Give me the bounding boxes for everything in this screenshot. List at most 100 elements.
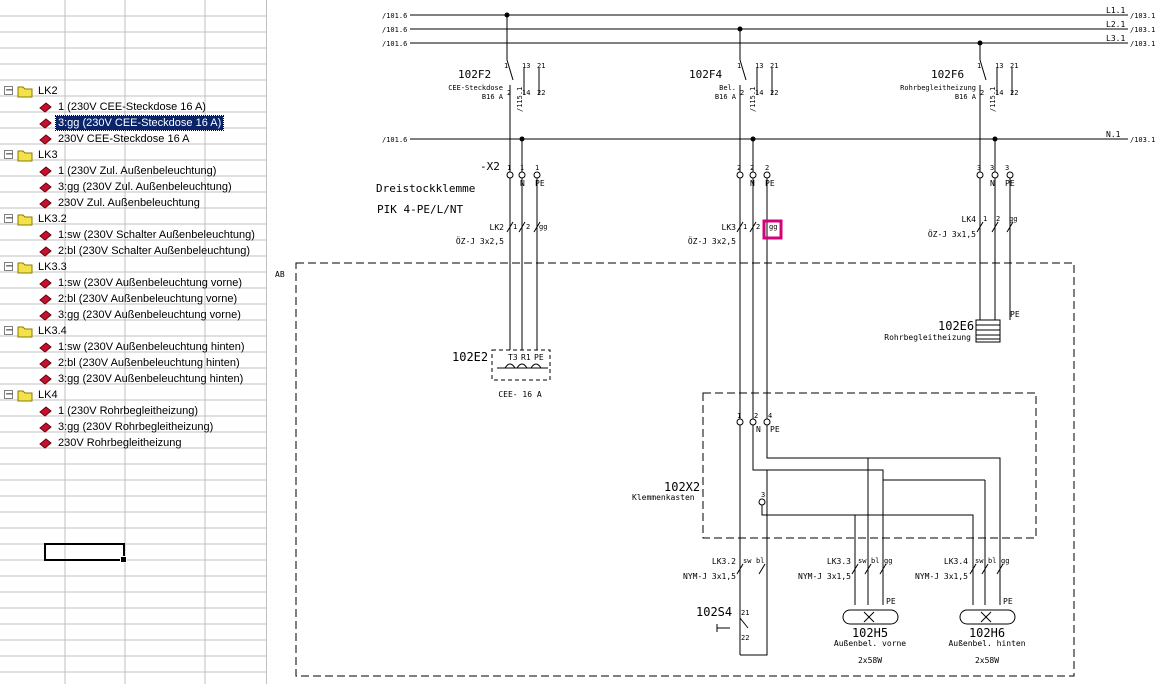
socket-pin: T3 (508, 353, 518, 362)
terminal-strip-tag: -X2 (480, 160, 500, 173)
breaker-desc: Rohrbegleitheizung (900, 84, 976, 92)
collapse-icon[interactable]: − (4, 261, 14, 272)
tree-item[interactable]: 1 (230V Rohrbegleitheizung) (37, 403, 200, 419)
bus-ref-right: /103.1 (1130, 136, 1155, 144)
tree-item[interactable]: 1:sw (230V Außenbeleuchtung hinten) (37, 339, 247, 355)
cable-core: gg (769, 223, 777, 231)
tree-item-label: 1:sw (230V Schalter Außenbeleuchtung) (58, 229, 255, 241)
tree-item[interactable]: 230V Zul. Außenbeleuchtung (37, 195, 202, 211)
junction-box-frame (702, 392, 1037, 539)
cable-core: 1 (513, 223, 517, 231)
red-cable-icon (37, 244, 53, 258)
lamp-front-symbol (842, 609, 899, 625)
bus-label: N.1 (1106, 130, 1121, 139)
feeder-lines (506, 15, 1011, 655)
breaker-pin: 2 (507, 89, 511, 97)
tree-item[interactable]: 3:gg (230V Außenbeleuchtung vorne) (37, 307, 243, 323)
bus-ref-left: /101.6 (382, 12, 407, 20)
tree-item-label: 1:sw (230V Außenbeleuchtung vorne) (58, 277, 243, 289)
tree-item[interactable]: 2:bl (230V Außenbeleuchtung hinten) (37, 355, 242, 371)
socket-tag: 102E2 (452, 350, 488, 364)
lamp-back-tag: 102H6 (969, 626, 1005, 640)
terminal-number: 3 (1005, 164, 1009, 172)
panel-divider[interactable] (266, 0, 267, 684)
cable-core: gg (1001, 557, 1009, 565)
area-label: AB (275, 270, 285, 279)
red-cable-icon (37, 292, 53, 306)
tree-item[interactable]: 1 (230V CEE-Steckdose 16 A) (37, 99, 208, 115)
area-frame (295, 262, 1075, 677)
tree-item[interactable]: 3:gg (230V Rohrbegleitheizung) (37, 419, 215, 435)
tree-item[interactable]: 1:sw (230V Außenbeleuchtung vorne) (37, 275, 244, 291)
circuit-schematic: /101.6L1.1/103.1/101.6L2.1/103.1/101.6L3… (275, 6, 1155, 677)
cable-tag: LK3.4 (944, 557, 968, 566)
breaker-pin: 14 (755, 89, 763, 97)
bus-ref-right: /103.1 (1130, 26, 1155, 34)
junction-dots (504, 12, 998, 142)
tree-item-label: 3:gg (230V Außenbeleuchtung vorne) (58, 309, 241, 321)
red-cable-icon (37, 228, 53, 242)
socket-desc: CEE- 16 A (498, 390, 542, 399)
collapse-icon[interactable]: − (4, 149, 14, 160)
tree-item[interactable]: 2:bl (230V Außenbeleuchtung vorne) (37, 291, 239, 307)
cable-core: 2 (526, 223, 530, 231)
tree-item-label: 3:gg (230V CEE-Steckdose 16 A) (54, 115, 225, 131)
breaker-pin: 14 (995, 89, 1003, 97)
tree-item[interactable]: 3:gg (230V CEE-Steckdose 16 A) (37, 115, 225, 131)
terminal-n: N (750, 179, 755, 188)
tree-group-lk4[interactable]: − LK4 (4, 387, 60, 403)
collapse-icon[interactable]: − (4, 325, 14, 336)
fill-handle[interactable] (120, 556, 127, 563)
terminal-number: 2 (737, 164, 741, 172)
tree-item[interactable]: 3:gg (230V Zul. Außenbeleuchtung) (37, 179, 234, 195)
red-cable-icon (37, 436, 53, 450)
red-cable-icon (37, 356, 53, 370)
terminal-number: 1 (535, 164, 539, 172)
tree-item[interactable]: 1:sw (230V Schalter Außenbeleuchtung) (37, 227, 257, 243)
breaker-pin: 21 (1010, 62, 1018, 70)
terminal-number: 3 (977, 164, 981, 172)
cable-core: sw (743, 557, 752, 565)
folder-icon (17, 84, 33, 98)
tree-group-label: LK3.4 (38, 325, 67, 337)
breaker-rating: B16 A (715, 93, 737, 101)
collapse-icon[interactable]: − (4, 389, 14, 400)
breaker-pin: 13 (522, 62, 530, 70)
tree-item-label: 1:sw (230V Außenbeleuchtung hinten) (58, 341, 245, 353)
breaker-tag: 102F6 (931, 68, 964, 81)
collapse-icon[interactable]: − (4, 85, 14, 96)
terminal-pe: PE (1005, 179, 1015, 188)
box-terminal: N (756, 425, 761, 434)
tree-group-lk2[interactable]: −LK2 (4, 83, 60, 99)
lamp-back-rating: 2x58W (975, 656, 999, 665)
tree-item[interactable]: 2:bl (230V Schalter Außenbeleuchtung) (37, 243, 252, 259)
cable-core: 1 (743, 223, 747, 231)
heater-lines (976, 324, 1000, 340)
breaker-ref: /115.1 (516, 87, 524, 112)
switch-symbol (716, 610, 749, 632)
tree-group-lk3-3[interactable]: −LK3.3 (4, 259, 69, 275)
tree-group-lk3-4[interactable]: − LK3.4 (4, 323, 69, 339)
terminal-strip-line1: Dreistockklemme (376, 182, 475, 195)
terminal-n: N (520, 179, 525, 188)
active-cell[interactable] (44, 543, 127, 563)
folder-icon (17, 148, 33, 162)
heater-tag: 102E6 (938, 319, 974, 333)
socket-frame (491, 349, 551, 381)
terminal-strip-line2: PIK 4-PE/L/NT (377, 203, 463, 216)
tree-item[interactable]: 230V Rohrbegleitheizung (37, 435, 184, 451)
tree-group-lk3-2[interactable]: −LK3.2 (4, 211, 69, 227)
tree-item[interactable]: 3:gg (230V Außenbeleuchtung hinten) (37, 371, 245, 387)
highlight-marker (762, 219, 783, 240)
tree-item[interactable]: 1 (230V Zul. Außenbeleuchtung) (37, 163, 218, 179)
breaker-rating: B16 A (482, 93, 504, 101)
collapse-icon[interactable]: − (4, 213, 14, 224)
heater-desc: Rohrbegleitheizung (884, 333, 971, 342)
tree-group-label: LK4 (38, 389, 58, 401)
tree-item[interactable]: 230V CEE-Steckdose 16 A (37, 131, 191, 147)
breaker-desc: Bel. (719, 84, 736, 92)
cable-core: 1 (983, 215, 987, 223)
cable-type: ÖZ-J 3x2,5 (688, 236, 736, 246)
tree-group-lk3[interactable]: −LK3 (4, 147, 60, 163)
